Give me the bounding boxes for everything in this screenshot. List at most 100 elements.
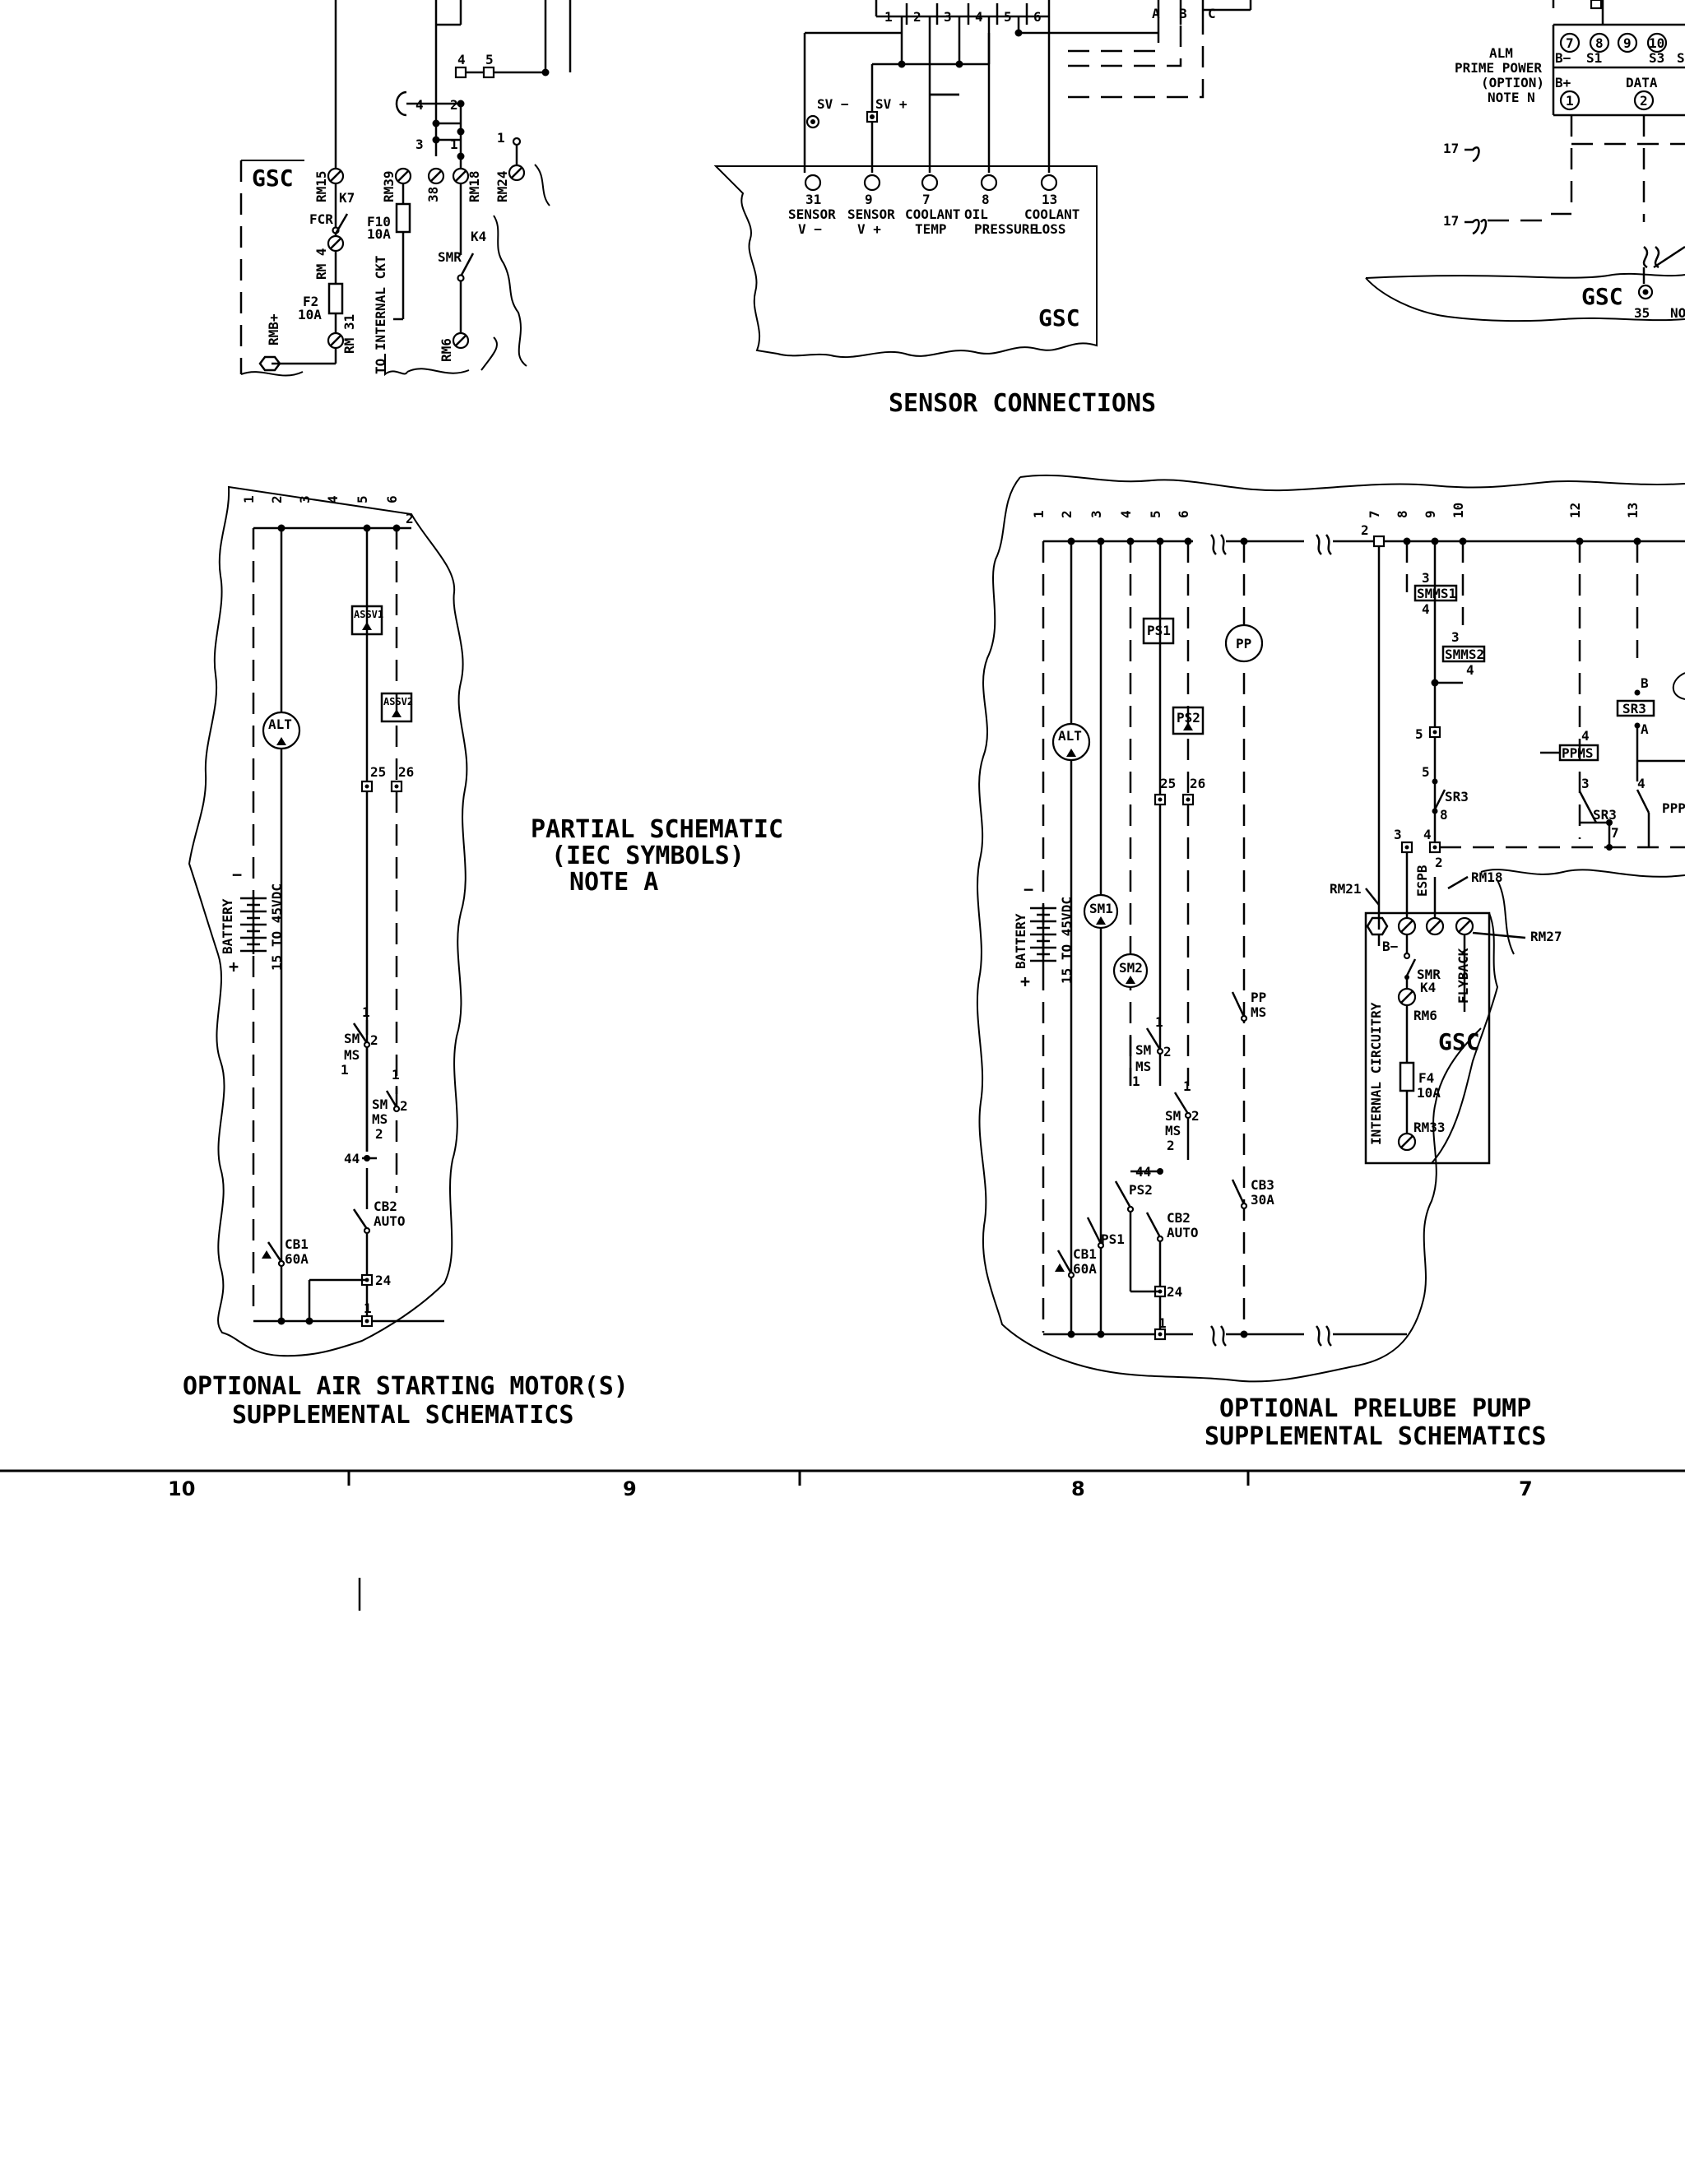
- sensor-terminal-3: [980, 174, 998, 192]
- alm-no-cut: NO: [1670, 305, 1685, 321]
- air-sm1-c: 1: [341, 1062, 349, 1078]
- pl-smms1-n4: 4: [1422, 601, 1430, 617]
- air-assv2: ASSV2: [383, 696, 413, 707]
- sensor-terminal-label2-0: V −: [798, 221, 822, 237]
- tl-f10-rating: 10A: [367, 226, 391, 242]
- pl-pp: PP: [1236, 636, 1251, 651]
- sensor-connections-title: SENSOR CONNECTIONS: [889, 389, 1156, 418]
- air-battery: BATTERY 15 TO 45VDC − +: [220, 865, 285, 976]
- sensor-abc-1: B: [1179, 6, 1187, 21]
- alm-s1: S1: [1586, 50, 1602, 66]
- sensor-abc-0: A: [1152, 6, 1160, 21]
- pl-cb2: CB2: [1167, 1210, 1191, 1226]
- pl-ppms-n3: 3: [1581, 776, 1590, 791]
- sensor-terminal-1: [863, 174, 881, 192]
- tl-smr: SMR: [438, 249, 462, 265]
- alm-terminal-2: [1617, 32, 1638, 53]
- sensor-top-number-1: 1: [884, 9, 893, 25]
- pl-auto: AUTO: [1167, 1225, 1199, 1240]
- air-sm2-n1: 1: [392, 1067, 400, 1083]
- zone-9: 9: [623, 1477, 637, 1500]
- alm-gsc-label: GSC: [1581, 283, 1623, 310]
- tl-f2-rating: 10A: [298, 307, 322, 322]
- alm-label: ALM: [1489, 45, 1513, 61]
- pl-gsc-label: GSC: [1438, 1028, 1480, 1055]
- pl-wire-6: 6: [1176, 510, 1191, 518]
- pl-ppms: PPMS: [1562, 745, 1594, 761]
- pl-t5b: 5: [1422, 764, 1430, 780]
- sensor-terminal-num-0: 31: [805, 192, 821, 207]
- alm-wire17b: 17: [1443, 213, 1459, 229]
- sensor-terminal-num-1: 9: [865, 192, 873, 207]
- pl-batt-plus: +: [1020, 971, 1030, 991]
- pl-cb3-rating: 30A: [1251, 1192, 1274, 1208]
- zone-border: 10 9 8 7: [0, 1469, 1685, 1611]
- pl-t8: 8: [1440, 807, 1448, 823]
- tl-k4: K4: [471, 229, 486, 244]
- air-t44: 44: [344, 1151, 360, 1166]
- sensor-top-number-3: 3: [944, 9, 952, 25]
- alm-terminal-num-0: 7: [1566, 35, 1574, 51]
- pl-n4d: 4: [1637, 776, 1646, 791]
- pl-b: B: [1641, 675, 1649, 691]
- pl-t4: 4: [1423, 827, 1432, 842]
- alm-terminal-3: [1646, 32, 1668, 53]
- alm-terminal-0: [1559, 32, 1581, 53]
- pl-sm1: SM1: [1089, 901, 1113, 916]
- air-wire-3: 3: [297, 495, 313, 503]
- tl-n4a: 4: [457, 52, 466, 67]
- pl-flyback: FLYBACK: [1455, 948, 1471, 1004]
- pl-smr: SMR: [1417, 967, 1441, 982]
- sensor-terminal-label1-4: COOLANT: [1024, 206, 1079, 222]
- alm-t2: 2: [1640, 93, 1648, 109]
- pl-t26: 26: [1190, 776, 1205, 791]
- partial-schematic-line3: NOTE A: [569, 868, 658, 897]
- pl-t5a: 5: [1415, 726, 1423, 742]
- pl-ppp: PPP: [1662, 800, 1685, 816]
- air-t1: 1: [364, 1301, 372, 1316]
- tl-n1a: 1: [450, 137, 458, 152]
- air-title-line1: OPTIONAL AIR STARTING MOTOR(S): [183, 1372, 629, 1401]
- pl-smms2-n3: 3: [1451, 629, 1460, 645]
- pl-ppms-n4: 4: [1581, 728, 1590, 744]
- sensor-abc-labels: A B C: [1152, 6, 1216, 21]
- tl-rm18: RM18: [467, 170, 482, 202]
- air-sm1-n1: 1: [362, 1004, 370, 1020]
- partial-schematic-note: PARTIAL SCHEMATIC (IEC SYMBOLS) NOTE A: [531, 815, 783, 897]
- pl-sr3c: SR3: [1622, 701, 1646, 716]
- pl-pp-b: MS: [1251, 1004, 1266, 1020]
- alm-s3: S3: [1649, 50, 1664, 66]
- pl-smms1-b: MS: [1135, 1059, 1151, 1074]
- pl-internal-circuitry: INTERNAL CIRCUITRY: [1368, 1002, 1384, 1145]
- pl-smms1: SMMS1: [1417, 586, 1456, 601]
- pl-rm21: RM21: [1330, 881, 1362, 897]
- air-sm2-c: 2: [375, 1126, 383, 1142]
- air-wire-5: 5: [355, 495, 370, 503]
- air-t26: 26: [398, 764, 414, 780]
- zone-10: 10: [168, 1477, 195, 1500]
- sensor-terminal-label1-2: COOLANT: [905, 206, 960, 222]
- sensor-terminal-label1-3: OIL: [964, 206, 988, 222]
- partial-schematic-line2: (IEC SYMBOLS): [551, 842, 745, 870]
- sensor-terminal-num-2: 7: [922, 192, 931, 207]
- pl-rm18: RM18: [1471, 869, 1503, 885]
- tl-t38: 38: [425, 187, 441, 202]
- pl-k4: K4: [1420, 980, 1436, 995]
- pl-smms2-c: 2: [1167, 1138, 1175, 1153]
- pl-wire-7: 7: [1367, 510, 1382, 518]
- pl-t7: 7: [1611, 825, 1619, 841]
- alm-terminal-1: [1589, 32, 1610, 53]
- alm-terminal-num-3: 10: [1649, 35, 1664, 51]
- pl-smms2-n1: 1: [1183, 1078, 1191, 1094]
- pl-wire-1: 1: [1031, 510, 1047, 518]
- sensor-abc-2: C: [1208, 6, 1216, 21]
- alm-b-plus: B+: [1555, 75, 1571, 90]
- pl-pp-a: PP: [1251, 990, 1266, 1005]
- air-sm2-b: MS: [372, 1111, 388, 1127]
- pl-cb1: CB1: [1073, 1246, 1097, 1262]
- tl-rm24: RM24: [494, 170, 510, 202]
- tl-rm15: RM15: [313, 170, 329, 202]
